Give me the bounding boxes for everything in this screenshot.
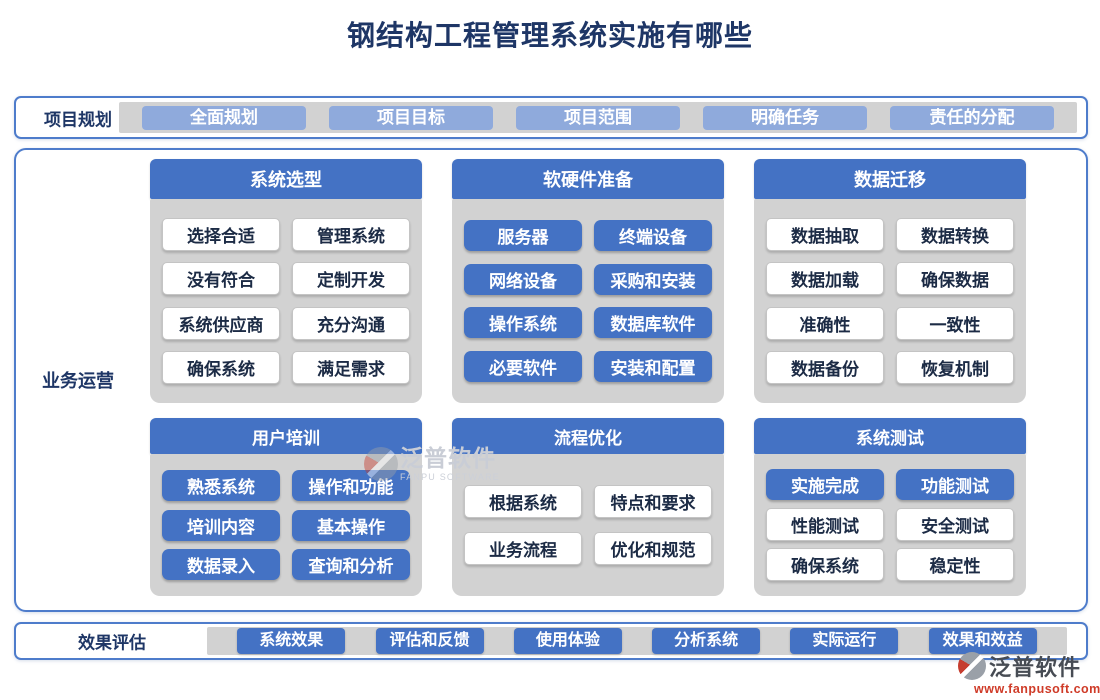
card-item-button[interactable]: 网络设备 xyxy=(464,263,582,295)
planning-button[interactable]: 项目范围 xyxy=(516,105,680,130)
card-title: 数据迁移 xyxy=(754,159,1026,199)
evaluation-bar: 系统效果 评估和反馈 使用体验 分析系统 实际运行 效果和效益 xyxy=(207,627,1067,655)
brand-name: 泛普软件 xyxy=(989,655,1082,680)
card-item-button[interactable]: 选择合适 xyxy=(162,218,280,252)
card-item-button[interactable]: 必要软件 xyxy=(464,351,582,383)
card-item-button[interactable]: 数据加载 xyxy=(766,262,884,296)
card-item-button[interactable]: 数据转换 xyxy=(896,218,1014,252)
evaluation-button[interactable]: 系统效果 xyxy=(237,628,346,654)
card-title: 软硬件准备 xyxy=(452,159,724,199)
card-item-button[interactable]: 数据录入 xyxy=(162,548,280,580)
card-body: 选择合适管理系统没有符合定制开发系统供应商充分沟通确保系统满足需求 xyxy=(150,199,422,403)
evaluation-button[interactable]: 使用体验 xyxy=(513,628,622,654)
card-item-button[interactable]: 操作和功能 xyxy=(292,470,410,502)
card-item-button[interactable]: 特点和要求 xyxy=(594,485,712,518)
card-item-button[interactable]: 根据系统 xyxy=(464,485,582,518)
card-item-button[interactable]: 数据抽取 xyxy=(766,218,884,252)
card-body: 数据抽取数据转换数据加载确保数据准确性一致性数据备份恢复机制 xyxy=(754,199,1026,403)
card-item-button[interactable]: 系统供应商 xyxy=(162,306,280,340)
card-item-button[interactable]: 充分沟通 xyxy=(292,306,410,340)
planning-button[interactable]: 全面规划 xyxy=(142,105,306,130)
brand-url[interactable]: www.fanpusoft.com xyxy=(974,682,1100,696)
brand-footer: 泛普软件 www.fanpusoft.com xyxy=(958,650,1100,696)
card-title: 用户培训 xyxy=(150,418,422,454)
card-item-button[interactable]: 实施完成 xyxy=(766,469,884,501)
card-item-button[interactable]: 服务器 xyxy=(464,219,582,251)
card-item-button[interactable]: 查询和分析 xyxy=(292,548,410,580)
card-item-button[interactable]: 一致性 xyxy=(896,306,1014,340)
card-item-button[interactable]: 操作系统 xyxy=(464,307,582,339)
card-item-button[interactable]: 满足需求 xyxy=(292,350,410,384)
page-title: 钢结构工程管理系统实施有哪些 xyxy=(346,20,753,51)
card-item-button[interactable]: 数据库软件 xyxy=(594,307,712,339)
card-system-selection: 系统选型选择合适管理系统没有符合定制开发系统供应商充分沟通确保系统满足需求 xyxy=(150,159,422,403)
card-process-optimization: 流程优化根据系统特点和要求业务流程优化和规范 xyxy=(452,418,724,596)
card-item-button[interactable]: 没有符合 xyxy=(162,262,280,296)
card-item-button[interactable]: 优化和规范 xyxy=(594,532,712,565)
card-item-button[interactable]: 定制开发 xyxy=(292,262,410,296)
card-item-button[interactable]: 业务流程 xyxy=(464,532,582,565)
card-item-button[interactable]: 管理系统 xyxy=(292,218,410,252)
card-title: 系统选型 xyxy=(150,159,422,199)
project-planning-label: 项目规划 xyxy=(44,110,112,129)
card-data-migration: 数据迁移数据抽取数据转换数据加载确保数据准确性一致性数据备份恢复机制 xyxy=(754,159,1026,403)
evaluation-button[interactable]: 分析系统 xyxy=(652,628,761,654)
card-body: 根据系统特点和要求业务流程优化和规范 xyxy=(452,454,724,596)
card-item-button[interactable]: 功能测试 xyxy=(896,469,1014,501)
card-title: 系统测试 xyxy=(754,418,1026,454)
planning-button[interactable]: 明确任务 xyxy=(703,105,867,130)
card-item-button[interactable]: 确保系统 xyxy=(766,547,884,581)
evaluation-label: 效果评估 xyxy=(78,633,146,653)
business-operations-label: 业务运营 xyxy=(42,371,114,391)
card-item-button[interactable]: 数据备份 xyxy=(766,350,884,384)
planning-button[interactable]: 项目目标 xyxy=(329,105,493,130)
card-item-button[interactable]: 安全测试 xyxy=(896,507,1014,541)
card-item-button[interactable]: 恢复机制 xyxy=(896,350,1014,384)
card-item-button[interactable]: 基本操作 xyxy=(292,509,410,541)
business-operations-panel: 业务运营 系统选型选择合适管理系统没有符合定制开发系统供应商充分沟通确保系统满足… xyxy=(14,148,1088,612)
card-body: 熟悉系统操作和功能培训内容基本操作数据录入查询和分析 xyxy=(150,454,422,596)
card-title: 流程优化 xyxy=(452,418,724,454)
card-item-button[interactable]: 安装和配置 xyxy=(594,351,712,383)
project-planning-band: 项目规划 全面规划项目目标项目范围明确任务责任的分配 xyxy=(14,96,1088,139)
evaluation-button[interactable]: 评估和反馈 xyxy=(375,628,484,654)
project-planning-bar: 全面规划项目目标项目范围明确任务责任的分配 xyxy=(119,102,1077,133)
evaluation-band: 效果评估 系统效果 评估和反馈 使用体验 分析系统 实际运行 效果和效益 xyxy=(14,622,1088,660)
card-user-training: 用户培训熟悉系统操作和功能培训内容基本操作数据录入查询和分析 xyxy=(150,418,422,596)
card-item-button[interactable]: 准确性 xyxy=(766,306,884,340)
evaluation-button[interactable]: 效果和效益 xyxy=(928,628,1037,654)
card-body: 实施完成功能测试性能测试安全测试确保系统稳定性 xyxy=(754,454,1026,596)
card-item-button[interactable]: 确保系统 xyxy=(162,350,280,384)
planning-button[interactable]: 责任的分配 xyxy=(890,105,1054,130)
card-item-button[interactable]: 确保数据 xyxy=(896,262,1014,296)
fanpu-logo-icon xyxy=(958,652,986,680)
card-item-button[interactable]: 采购和安装 xyxy=(594,263,712,295)
card-system-testing: 系统测试实施完成功能测试性能测试安全测试确保系统稳定性 xyxy=(754,418,1026,596)
card-item-button[interactable]: 熟悉系统 xyxy=(162,470,280,502)
card-item-button[interactable]: 终端设备 xyxy=(594,219,712,251)
cards-grid: 系统选型选择合适管理系统没有符合定制开发系统供应商充分沟通确保系统满足需求软硬件… xyxy=(150,159,1026,596)
card-hardware-software-preparation: 软硬件准备服务器终端设备网络设备采购和安装操作系统数据库软件必要软件安装和配置 xyxy=(452,159,724,403)
card-body: 服务器终端设备网络设备采购和安装操作系统数据库软件必要软件安装和配置 xyxy=(452,199,724,403)
card-item-button[interactable]: 性能测试 xyxy=(766,507,884,541)
card-item-button[interactable]: 稳定性 xyxy=(896,547,1014,581)
card-item-button[interactable]: 培训内容 xyxy=(162,509,280,541)
evaluation-button[interactable]: 实际运行 xyxy=(790,628,899,654)
